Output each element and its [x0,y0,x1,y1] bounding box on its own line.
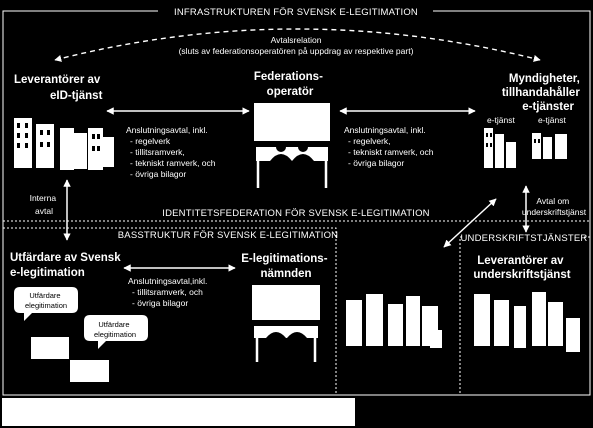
left-agreement-text: Anslutningsavtal, inkl. - regelverk - ti… [126,125,218,179]
interna-avtal-label: Interna avtal [30,193,59,216]
federation-operator-title: Federations- operatör [254,71,326,98]
bas-title-bg [123,229,333,241]
signature-buildings-icon [474,292,580,352]
top-title-bg [158,4,433,18]
svg-text:Utfärdare elegitimation: Utfärdare elegitimation [94,320,136,339]
avtalsrelation-title: Avtalsrelation [271,35,322,45]
svg-text:Utfärdare elegitimation: Utfärdare elegitimation [25,291,67,310]
arrow-federation-diagonal [443,198,497,248]
issuer-card-1 [31,337,69,359]
signature-title: UNDERSKRIFTSTJÄNSTER [461,233,588,244]
etjanst-label-2: e-tjänst [538,115,567,125]
issuer-card-2 [70,360,109,382]
issuer-bubble-2: Utfärdare elegitimation [84,315,148,349]
federation-title-bg [168,206,424,219]
federation-title: IDENTITETSFEDERATION FÖR SVENSK E-LEGITI… [162,208,429,219]
avtal-underskrift-label: Avtal om underskriftstjänst [522,196,587,217]
eid-providers-title: Leverantörer av eID-tjänst [14,74,104,102]
signature-providers-title: Leverantörer av underskriftstjänst [473,255,570,281]
board-title: E-legitimations- nämnden [241,253,330,280]
avtalsrelation-arc [54,28,541,62]
board-agreement-text: Anslutningsavtal,inkl. - tillitsramverk,… [128,276,210,308]
legend-box [2,398,355,426]
authorities-title: Myndigheter, tillhandahåller e-tjänster [502,73,583,113]
top-title: INFRASTRUKTUREN FÖR SVENSK E-LEGITIMATIO… [174,7,418,18]
bas-frame [2,227,337,396]
eid-provider-buildings-icon [14,118,114,170]
avtalsrelation-subtitle: (sluts av federationsoperatören på uppdr… [179,46,414,56]
authority-buildings-icon [484,128,567,168]
federation-buildings-icon [346,294,442,348]
eid-issuer-title: Utfärdare av Svensk e-legitimation [10,252,124,279]
federation-operator-icon [254,103,330,188]
board-icon [252,285,320,362]
issuer-bubble-1: Utfärdare elegitimation [14,287,78,321]
bas-title: BASSTRUKTUR FÖR SVENSK E-LEGITIMATION [118,230,338,241]
right-agreement-text: Anslutningsavtal, inkl. - regelverk, - t… [344,125,436,168]
etjanst-label-1: e-tjänst [487,115,516,125]
